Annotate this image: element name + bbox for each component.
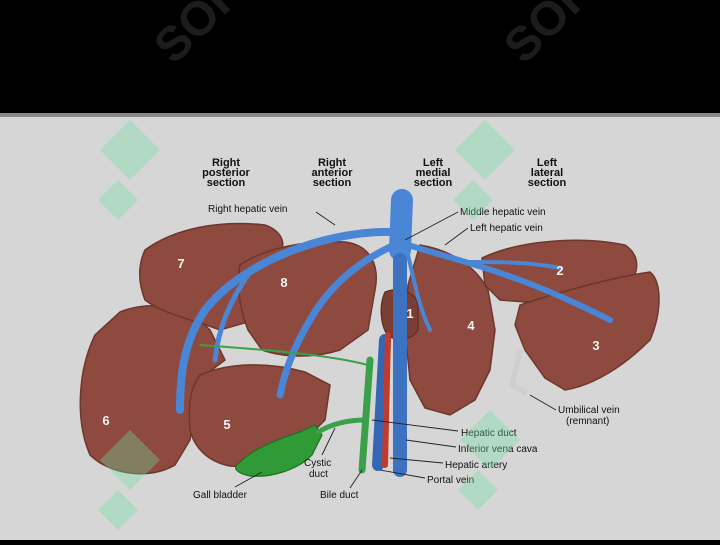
umbilical-vein-remnant — [509, 349, 528, 395]
label-middle-hepatic-vein: Middle hepatic vein — [460, 207, 546, 218]
right-hepatic-vein — [176, 227, 399, 414]
label-left-hepatic-vein: Left hepatic vein — [470, 223, 543, 234]
duct-branch-right — [199, 344, 369, 366]
leader-bile-duct — [349, 469, 363, 489]
segment-number-2: 2 — [556, 263, 563, 278]
header-text: section — [528, 177, 567, 189]
right-hepatic-branch — [212, 269, 253, 363]
segment-number-3: 3 — [592, 338, 599, 353]
leader-hepatic-artery — [389, 457, 444, 464]
watermark-mark-mid-bottom — [458, 410, 520, 510]
left-hepatic-vein — [405, 242, 613, 323]
header-text: Left — [423, 157, 444, 169]
cystic-duct — [315, 417, 368, 435]
liver-diagram: Right posterior section Right anterior s… — [0, 117, 720, 540]
divider-line — [0, 113, 720, 117]
segment-number-4: 4 — [467, 318, 475, 333]
watermark-text-right: SOFT — [494, 0, 622, 74]
label-bile-duct: Bile duct — [320, 490, 359, 501]
segment-numbers: 1 2 3 4 5 6 7 8 — [102, 256, 599, 432]
bile-ducts — [199, 344, 374, 474]
label-inferior-vena-cava: Inferior vena cava — [458, 444, 538, 455]
label-portal-vein: Portal vein — [427, 475, 474, 486]
watermark-overlay — [98, 120, 520, 530]
header-left-lateral: Left lateral section — [528, 157, 567, 189]
label-hepatic-duct: Hepatic duct — [461, 428, 517, 439]
leader-cystic-duct — [321, 427, 336, 456]
segment-3-shape — [514, 271, 660, 391]
watermark-mark-left-top — [98, 120, 160, 220]
leader-hepatic-duct — [371, 419, 459, 432]
liver-segments — [79, 222, 660, 475]
leader-gall-bladder — [234, 471, 263, 488]
watermark-logo-top-right: SOFT — [494, 0, 622, 74]
bile-duct — [358, 356, 374, 474]
title-bar: SOFT SOFT — [0, 0, 720, 112]
header-text: posterior — [202, 167, 250, 179]
leader-portal-vein — [379, 469, 426, 479]
header-text: Left — [537, 157, 558, 169]
header-right-anterior: Right anterior section — [312, 157, 354, 189]
label-right-hepatic-vein: Right hepatic vein — [208, 204, 288, 215]
hepatic-veins — [176, 189, 613, 477]
segment-number-6: 6 — [102, 413, 109, 428]
label-umbilical-vein-remnant: (remnant) — [566, 416, 609, 427]
leader-inferior-vena-cava — [405, 439, 457, 448]
header-text: Right — [212, 157, 240, 169]
watermark-logo-top-left: SOFT — [144, 0, 272, 74]
left-hepatic-branch — [468, 260, 562, 270]
leader-umbilical-vein — [529, 394, 557, 411]
header-text: section — [414, 177, 453, 189]
middle-hepatic-vein — [276, 241, 399, 399]
header-text: section — [207, 177, 246, 189]
segment-number-8: 8 — [280, 275, 287, 290]
watermark-mark-mid-top — [453, 120, 515, 220]
label-gall-bladder: Gall bladder — [193, 490, 248, 501]
header-text: Right — [318, 157, 346, 169]
watermark-mark-left-bottom — [98, 430, 160, 530]
leader-right-hepatic-vein — [315, 211, 336, 226]
label-cystic-duct: Cystic — [304, 458, 331, 469]
hepatic-artery — [382, 332, 391, 468]
header-text: lateral — [531, 167, 563, 179]
gall-bladder-shape — [235, 424, 323, 477]
header-text: medial — [416, 167, 451, 179]
watermark-top: SOFT SOFT — [144, 0, 622, 74]
liver-illustration: Right posterior section Right anterior s… — [79, 120, 660, 530]
portal-vein — [372, 334, 391, 471]
header-left-medial: Left medial section — [414, 157, 453, 189]
label-hepatic-artery: Hepatic artery — [445, 460, 507, 471]
segment-number-5: 5 — [223, 417, 230, 432]
segment-number-7: 7 — [177, 256, 184, 271]
header-right-posterior: Right posterior section — [202, 157, 250, 189]
header-text: section — [313, 177, 352, 189]
label-cystic-duct-line2: duct — [309, 469, 328, 480]
annotations: Right hepatic vein Middle hepatic vein L… — [193, 204, 620, 501]
leader-left-hepatic-vein — [444, 227, 469, 246]
header-text: anterior — [312, 167, 354, 179]
watermark-text-left: SOFT — [144, 0, 272, 74]
medial-branch — [406, 253, 432, 332]
leader-lines — [234, 211, 557, 489]
vena-cava-top — [389, 189, 413, 261]
segment-8-shape — [237, 240, 377, 357]
segment-number-1: 1 — [406, 306, 413, 321]
leader-middle-hepatic-vein — [404, 211, 459, 241]
label-umbilical-vein: Umbilical vein — [558, 405, 620, 416]
